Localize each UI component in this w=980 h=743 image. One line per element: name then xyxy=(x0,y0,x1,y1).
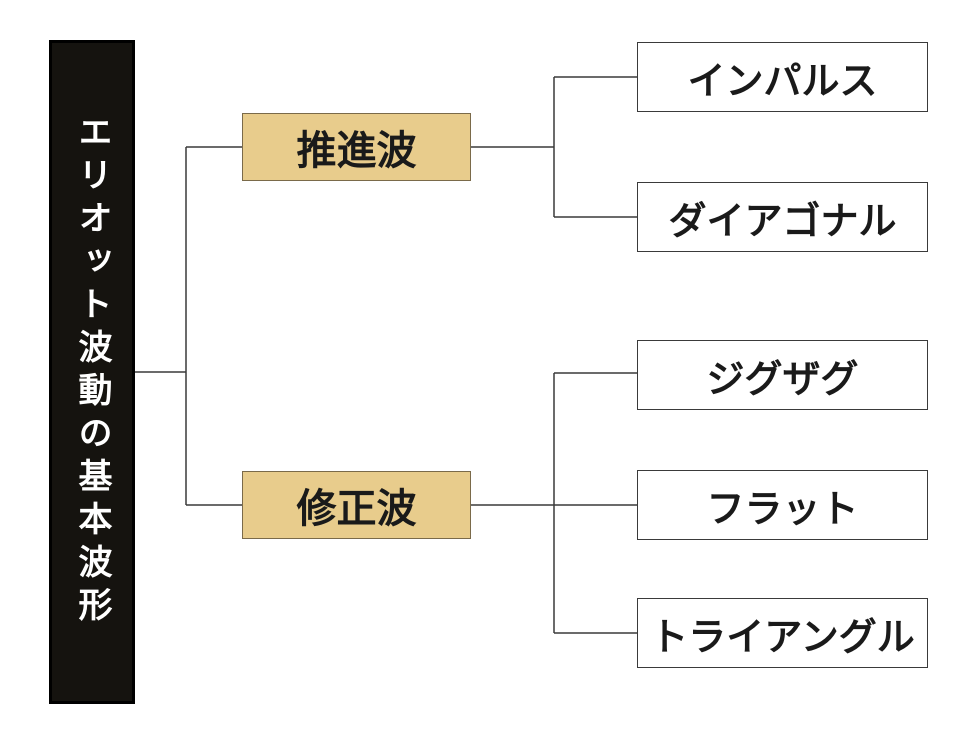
category-node-corrective: 修正波 xyxy=(242,471,471,539)
category-node-impulsive: 推進波 xyxy=(242,113,471,181)
leaf-label: ジグザグ xyxy=(706,356,859,401)
leaf-node-impulse: インパルス xyxy=(637,42,928,112)
leaf-label: トライアングル xyxy=(650,614,915,659)
leaf-node-zigzag: ジグザグ xyxy=(637,340,928,410)
root-label: エリオット波動の基本波形 xyxy=(72,114,112,630)
category-label: 推進波 xyxy=(296,128,417,174)
leaf-label: フラット xyxy=(706,486,859,531)
leaf-node-diagonal: ダイアゴナル xyxy=(637,182,928,252)
category-label: 修正波 xyxy=(296,486,417,532)
leaf-label: インパルス xyxy=(687,58,878,103)
leaf-node-flat: フラット xyxy=(637,470,928,540)
leaf-node-triangle: トライアングル xyxy=(637,598,928,668)
leaf-label: ダイアゴナル xyxy=(668,198,897,243)
root-node: エリオット波動の基本波形 xyxy=(49,40,135,704)
